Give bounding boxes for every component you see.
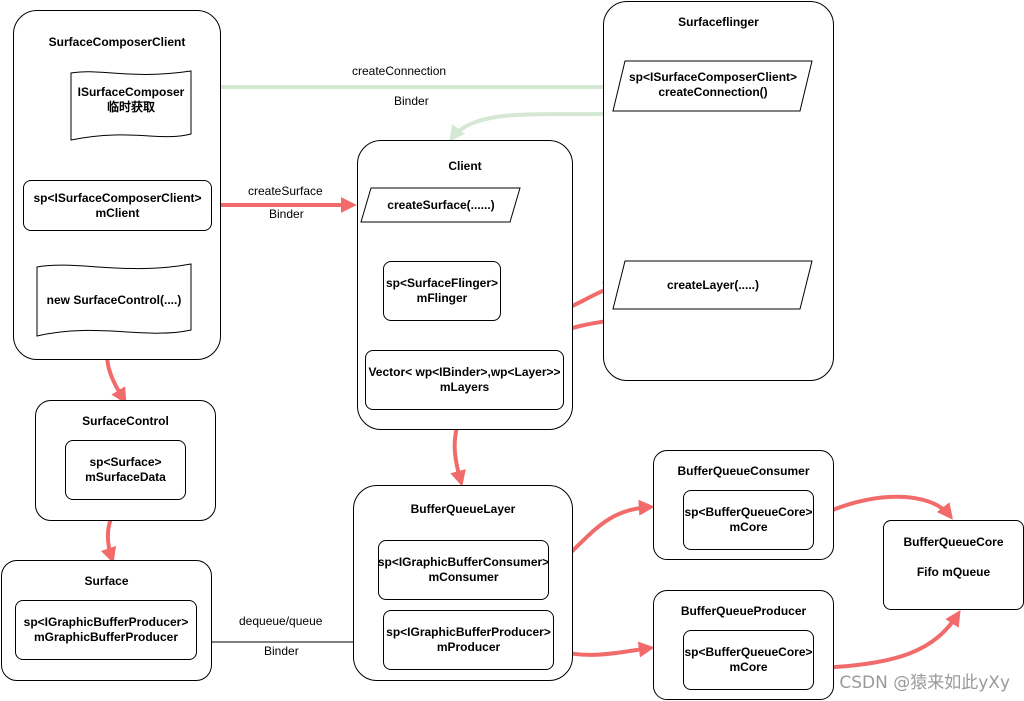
new-surface-control-node: new SurfaceControl(....) — [46, 292, 182, 307]
node-line-2: mFlinger — [416, 291, 468, 305]
create-surface-parallelogram — [360, 187, 521, 223]
create-connection-node: sp<ISurfaceComposerClient> createConnect… — [613, 66, 813, 104]
container-title: Surfaceflinger — [678, 15, 759, 29]
create-connection-label: createConnection — [352, 64, 447, 78]
container-title: Client — [448, 159, 482, 173]
container-title: SurfaceComposerClient — [48, 35, 186, 49]
mproducer-node: sp<IGraphicBufferProducer> mProducer — [383, 610, 554, 670]
container-title: SurfaceControl — [82, 414, 169, 428]
isurface-composer-document — [70, 70, 192, 141]
node-line-2: mConsumer — [428, 570, 499, 584]
binder-mid-label: Binder — [269, 207, 304, 221]
create-surface-label: createSurface — [248, 184, 323, 198]
mlayers-node: Vector< wp<IBinder>,wp<Layer>> mLayers — [365, 350, 564, 410]
node-line-2: mProducer — [436, 640, 501, 654]
create-connection-parallelogram — [612, 60, 813, 112]
new-surface-control-document — [36, 263, 192, 337]
buffer-queue-core-node: BufferQueueCore Fifo mQueue — [883, 520, 1024, 610]
container-title: BufferQueueLayer — [410, 502, 516, 516]
node-line-1: sp<Surface> — [89, 455, 162, 469]
node-line-1: sp<BufferQueueCore> — [684, 505, 813, 519]
node-line-2: mCore — [729, 520, 768, 534]
dequeue-queue-label: dequeue/queue — [239, 614, 323, 628]
node-line-2: createConnection() — [658, 85, 768, 99]
node-line-1: sp<ISurfaceComposerClient> — [628, 70, 798, 84]
container-title: BufferQueueConsumer — [677, 464, 810, 478]
mclient-node: sp<ISurfaceComposerClient> mClient — [23, 180, 212, 231]
create-surface-node: createSurface(......) — [387, 197, 495, 212]
node-line-1: Vector< wp<IBinder>,wp<Layer>> — [368, 365, 561, 379]
mgraphic-buffer-producer-node: sp<IGraphicBufferProducer> mGraphicBuffe… — [15, 600, 197, 660]
container-title: BufferQueueCore — [903, 535, 1004, 549]
container-title: Surface — [84, 574, 129, 588]
node-line-2: mLayers — [439, 380, 490, 394]
node-line-2: mCore — [729, 660, 768, 674]
node-line-2: mClient — [95, 205, 140, 220]
surfaceflinger-container: Surfaceflinger — [603, 1, 834, 381]
node-line-1: sp<IGraphicBufferProducer> — [386, 625, 551, 639]
binder-bottom-label: Binder — [264, 644, 299, 658]
node-line-2: mSurfaceData — [85, 470, 166, 484]
mflinger-node: sp<SurfaceFlinger> mFlinger — [383, 261, 501, 321]
node-line-1: ISurfaceComposer — [77, 85, 185, 99]
node-line-1: sp<SurfaceFlinger> — [385, 276, 499, 290]
msurface-data-node: sp<Surface> mSurfaceData — [65, 440, 186, 500]
node-line-1: sp<ISurfaceComposerClient> — [33, 190, 202, 205]
csdn-watermark: CSDN @猿来如此yXy — [839, 673, 1010, 693]
consumer-core-to-bqcore-arrow — [814, 494, 953, 520]
node-line-1: sp<IGraphicBufferProducer> — [23, 615, 189, 629]
node-line-2: 临时获取 — [106, 100, 155, 114]
mconsumer-node: sp<IGraphicBufferConsumer> mConsumer — [378, 540, 549, 600]
node-line-1: sp<BufferQueueCore> — [684, 645, 813, 659]
consumer-mcore-node: sp<BufferQueueCore> mCore — [683, 490, 814, 550]
isurface-composer-node: ISurfaceComposer 临时获取 — [70, 80, 192, 120]
create-layer-parallelogram — [612, 260, 813, 310]
fifo-mqueue-label: Fifo mQueue — [916, 565, 991, 579]
node-line-2: mGraphicBufferProducer — [33, 630, 179, 644]
container-title: BufferQueueProducer — [680, 604, 807, 618]
producer-core-to-bqcore-arrow — [814, 609, 961, 670]
create-layer-node: createLayer(.....) — [666, 277, 760, 292]
producer-mcore-node: sp<BufferQueueCore> mCore — [683, 630, 814, 690]
node-line-1: sp<IGraphicBufferConsumer> — [377, 555, 550, 569]
binder-top-label: Binder — [394, 94, 429, 108]
